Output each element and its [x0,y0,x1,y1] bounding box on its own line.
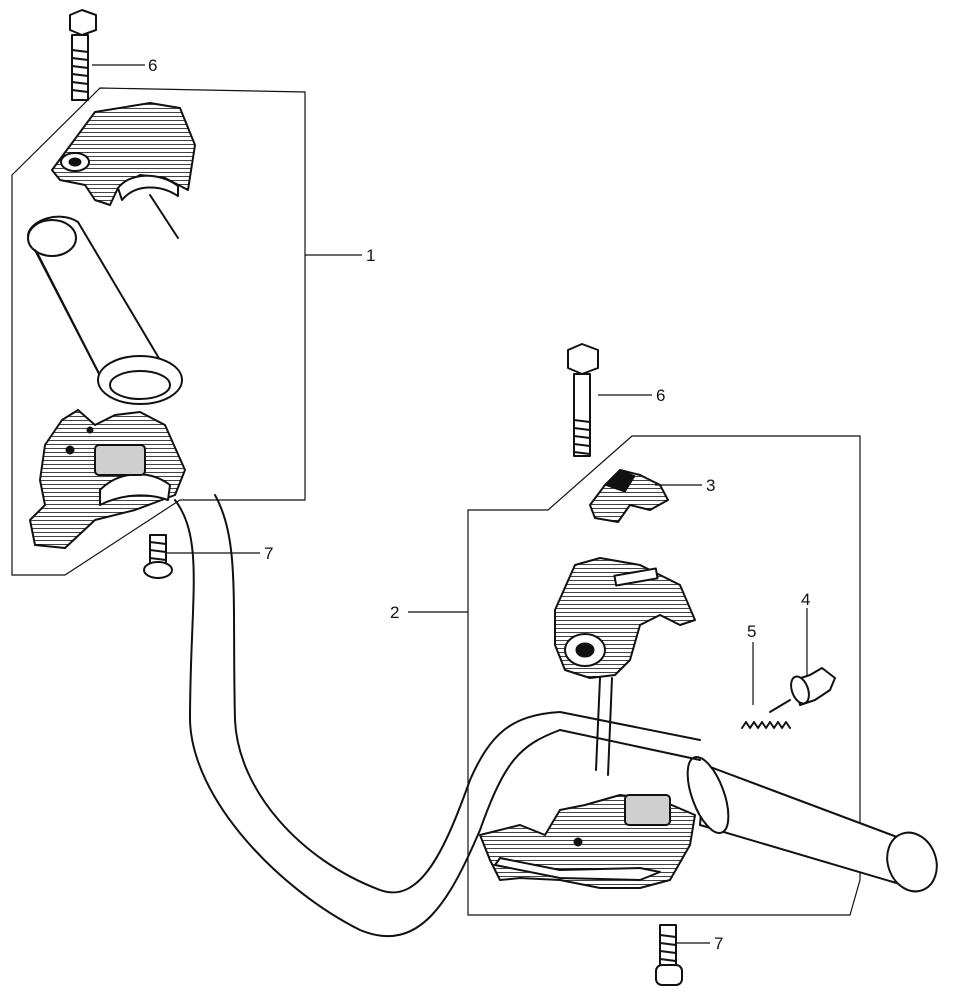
part-4-knob [769,667,836,713]
right-upper-housing [554,557,696,776]
bolt-7-right [655,924,683,986]
bolt-6-right [567,343,599,457]
callout-3: 3 [706,476,715,495]
right-assembly-outline [467,435,861,916]
left-assembly-outline [11,87,306,576]
left-lower-switch-housing [29,409,186,549]
callout-5: 5 [747,622,756,641]
part-3-lever [589,469,669,523]
right-grip [559,711,938,893]
callout-7-left: 7 [264,544,273,563]
callout-labels: 6 1 6 3 2 4 5 7 7 [148,56,810,953]
left-grip [27,215,183,405]
right-lower-housing [479,794,696,889]
callout-2: 2 [390,603,399,622]
callout-4: 4 [801,590,810,609]
bolt-6-top [69,9,97,101]
handlebar [174,494,561,937]
left-upper-clamp [51,102,196,239]
bolt-7-left [143,534,173,579]
callout-1: 1 [366,246,375,265]
callout-6-top: 6 [148,56,157,75]
part-5-spring [741,721,791,729]
callout-7-right: 7 [714,934,723,953]
callout-6-right: 6 [656,386,665,405]
leader-lines [92,64,808,944]
